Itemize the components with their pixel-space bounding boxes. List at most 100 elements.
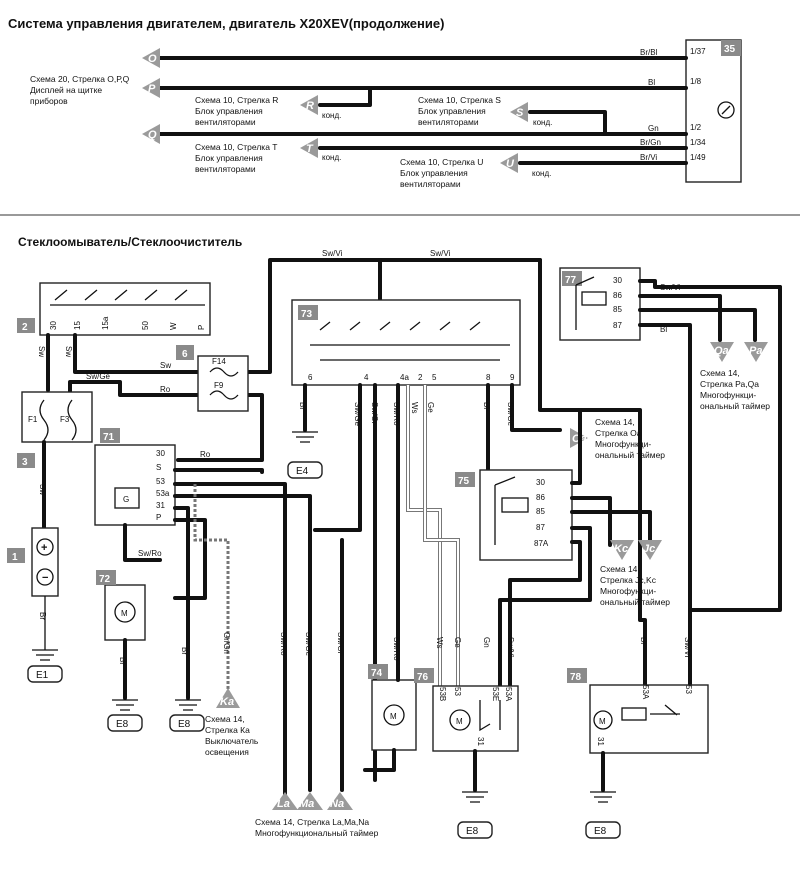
label-bl-77: Bl — [660, 325, 667, 334]
plus-icon — [36, 538, 54, 556]
svg-text:вентиляторами: вентиляторами — [400, 179, 461, 189]
svg-text:W: W — [169, 322, 178, 330]
fuse-f14: F14 — [212, 357, 226, 366]
svg-text:85: 85 — [613, 305, 622, 314]
fuse-box-3 — [21, 391, 93, 443]
svg-text:M: M — [390, 712, 397, 721]
note-pq: Схема 14, Стрелка Ра,Qa Многофункци- она… — [700, 368, 770, 411]
wire-swge-73 — [313, 383, 362, 532]
svg-text:Pa: Pa — [749, 345, 762, 357]
svg-text:53: 53 — [156, 477, 165, 486]
wire-75-87 — [498, 526, 592, 692]
label-sw-1: Sw — [37, 346, 46, 357]
wire-swvi-top — [236, 258, 542, 374]
comp-74-number: 74 — [371, 668, 383, 679]
svg-text:87A: 87A — [534, 539, 549, 548]
comp-6-number: 6 — [182, 349, 188, 360]
c73-pins: 6 4 4a 2 5 8 9 — [308, 373, 515, 382]
svg-text:освещения: освещения — [205, 747, 249, 757]
wire-label-gn: Gn — [648, 124, 659, 133]
wire-label-brgn: Br/Gn — [640, 138, 661, 147]
svg-text:Стрелка Ка: Стрелка Ка — [205, 725, 250, 735]
arrow-pa: Pa — [744, 342, 768, 362]
svg-text:Схема 14,: Схема 14, — [595, 417, 635, 427]
svg-text:53E: 53E — [491, 687, 500, 701]
svg-text:Схема 14,: Схема 14, — [600, 564, 640, 574]
label-swge: Sw/Ge — [86, 372, 111, 381]
svg-text:P: P — [148, 83, 156, 95]
note-opq: Схема 20, Стрелка О,Р,Q Дисплей на щитке… — [30, 74, 130, 106]
svg-text:Схема 10, Стрелка U: Схема 10, Стрелка U — [400, 157, 483, 167]
svg-text:53B: 53B — [438, 687, 447, 701]
svg-text:Ma: Ma — [299, 798, 314, 810]
wire-swvi-right — [538, 258, 647, 692]
svg-text:53A: 53A — [641, 685, 650, 700]
label-br-72: Br — [118, 657, 127, 665]
svg-text:15a: 15a — [101, 316, 110, 330]
svg-text:Многофункциональный таймер: Многофункциональный таймер — [255, 828, 379, 838]
c78-pins: 53A 53 31 — [596, 685, 693, 746]
svg-text:5: 5 — [432, 373, 437, 382]
label-br-battery: Br — [38, 612, 47, 620]
wire-53a-down — [173, 494, 312, 792]
ground-e8-78: E8 — [585, 791, 621, 839]
label-swvi1: Sw/Vi — [322, 249, 343, 258]
relay77-pins: 30 86 85 87 — [613, 276, 622, 330]
label-sw-f14: Sw — [160, 361, 171, 370]
top-title: Система управления двигателем, двигатель… — [8, 16, 444, 31]
wire-label-bl: Bl — [648, 78, 655, 87]
svg-text:M: M — [121, 609, 128, 618]
kond-u: конд. — [532, 169, 551, 178]
label-swge-73: Sw/Ge — [353, 402, 362, 427]
label-swvi-76: Sw/Vi — [506, 637, 515, 658]
label-swro-74: Sw/Ro — [392, 637, 401, 661]
svg-text:Jc: Jc — [643, 543, 655, 555]
ecu-35-badge — [721, 40, 741, 56]
svg-text:31: 31 — [596, 737, 605, 746]
label-swge-oa: Sw/Ge — [506, 402, 515, 427]
arrow-jc: Jc — [638, 540, 662, 560]
svg-text:Схема 14, Стрелка La,Ma,Na: Схема 14, Стрелка La,Ma,Na — [255, 817, 369, 827]
svg-text:4a: 4a — [400, 373, 409, 382]
label-swvi2: Sw/Vi — [430, 249, 451, 258]
svg-text:ональный таймер: ональный таймер — [600, 597, 670, 607]
label-ro1: Ro — [160, 385, 171, 394]
svg-text:−: − — [42, 572, 48, 584]
label-ge-76: Ge — [453, 637, 462, 648]
arrow-s: S — [510, 102, 528, 122]
fuse-f9: F9 — [214, 381, 224, 390]
comp-71-number: 71 — [103, 432, 115, 443]
note-oa: Схема 14, Стрелка Оа Многофункци- ональн… — [595, 417, 665, 460]
svg-text:вентиляторами: вентиляторами — [195, 164, 256, 174]
svg-text:50: 50 — [141, 321, 150, 330]
comp-77-number: 77 — [565, 275, 577, 286]
comp-73-number: 73 — [301, 309, 313, 320]
svg-text:53a: 53a — [156, 489, 170, 498]
label-bl-73: Bl — [482, 402, 491, 409]
note-kc: Схема 14, Стрелка Jc,Kc Многофункци- она… — [600, 564, 670, 607]
wire-77-30 — [638, 279, 782, 289]
label-ws-73: Ws — [410, 402, 419, 414]
svg-text:87: 87 — [613, 321, 622, 330]
svg-text:Схема 10, Стрелка T: Схема 10, Стрелка T — [195, 142, 277, 152]
motor-78-resistor — [621, 707, 647, 721]
comp-3-number: 3 — [22, 457, 28, 468]
label-gn-76: Gn — [482, 637, 491, 648]
motor-72-icon — [114, 601, 136, 623]
comp-1-number: 1 — [12, 552, 18, 563]
svg-text:Блок управления: Блок управления — [400, 168, 468, 178]
motor-76-icon — [449, 709, 471, 731]
ecu-pin-0: 1/37 — [690, 47, 706, 56]
ground-e8-76: E8 — [457, 791, 493, 839]
svg-text:Дисплей на щитке: Дисплей на щитке — [30, 85, 102, 95]
svg-text:вентиляторами: вентиляторами — [195, 117, 256, 127]
arrow-o: O — [142, 48, 160, 68]
label-swro-la: Sw/Ro — [279, 632, 288, 656]
wire-grgn — [193, 484, 230, 690]
ecu-pin-2: 1/2 — [690, 123, 702, 132]
svg-text:Многофункци-: Многофункци- — [600, 586, 656, 596]
ecu-pin-1: 1/8 — [690, 77, 702, 86]
svg-text:P: P — [197, 325, 206, 330]
wire-r — [318, 86, 372, 107]
svg-text:R: R — [306, 100, 314, 112]
